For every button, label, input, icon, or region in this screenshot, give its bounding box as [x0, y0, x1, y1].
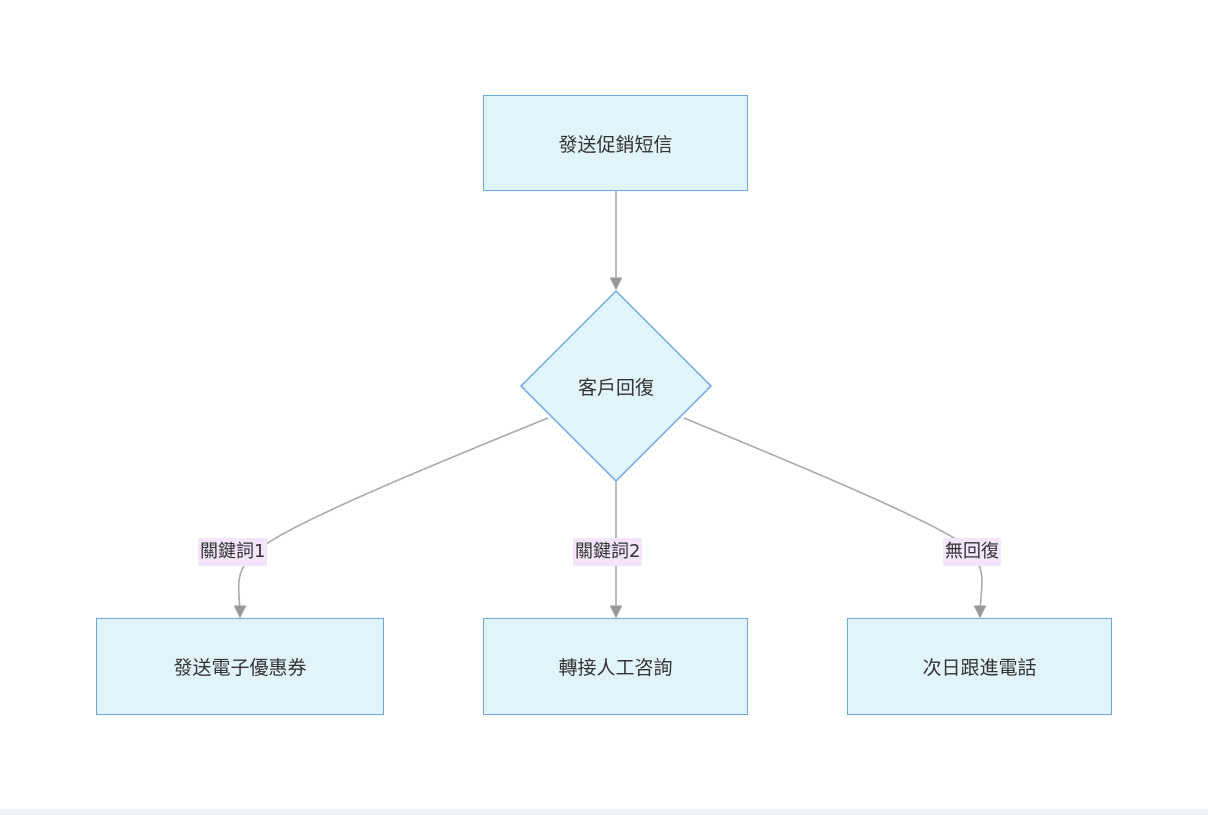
- decision-diamond: [519, 289, 713, 483]
- footer-bar: [0, 809, 1208, 815]
- node-send-promo-sms: 發送促銷短信: [483, 95, 748, 191]
- node-transfer-human: 轉接人工咨詢: [483, 618, 748, 715]
- node-label: 發送電子優惠券: [173, 657, 307, 679]
- edge-label-keyword2: 關鍵詞2: [573, 538, 643, 566]
- node-label: 發送促銷短信: [558, 133, 673, 156]
- edge-label-no-reply: 無回復: [943, 538, 1001, 566]
- edge-label-keyword1: 關鍵詞1: [198, 538, 268, 566]
- node-label: 轉接人工咨詢: [558, 657, 673, 679]
- node-next-day-call: 次日跟進電話: [847, 618, 1112, 715]
- decision-label: 客戶回復: [578, 377, 655, 399]
- edge-no-reply: [683, 417, 987, 619]
- edge-keyword1: [233, 417, 549, 619]
- node-label: 次日跟進電話: [922, 657, 1037, 679]
- node-send-e-coupon: 發送電子優惠券: [96, 618, 384, 715]
